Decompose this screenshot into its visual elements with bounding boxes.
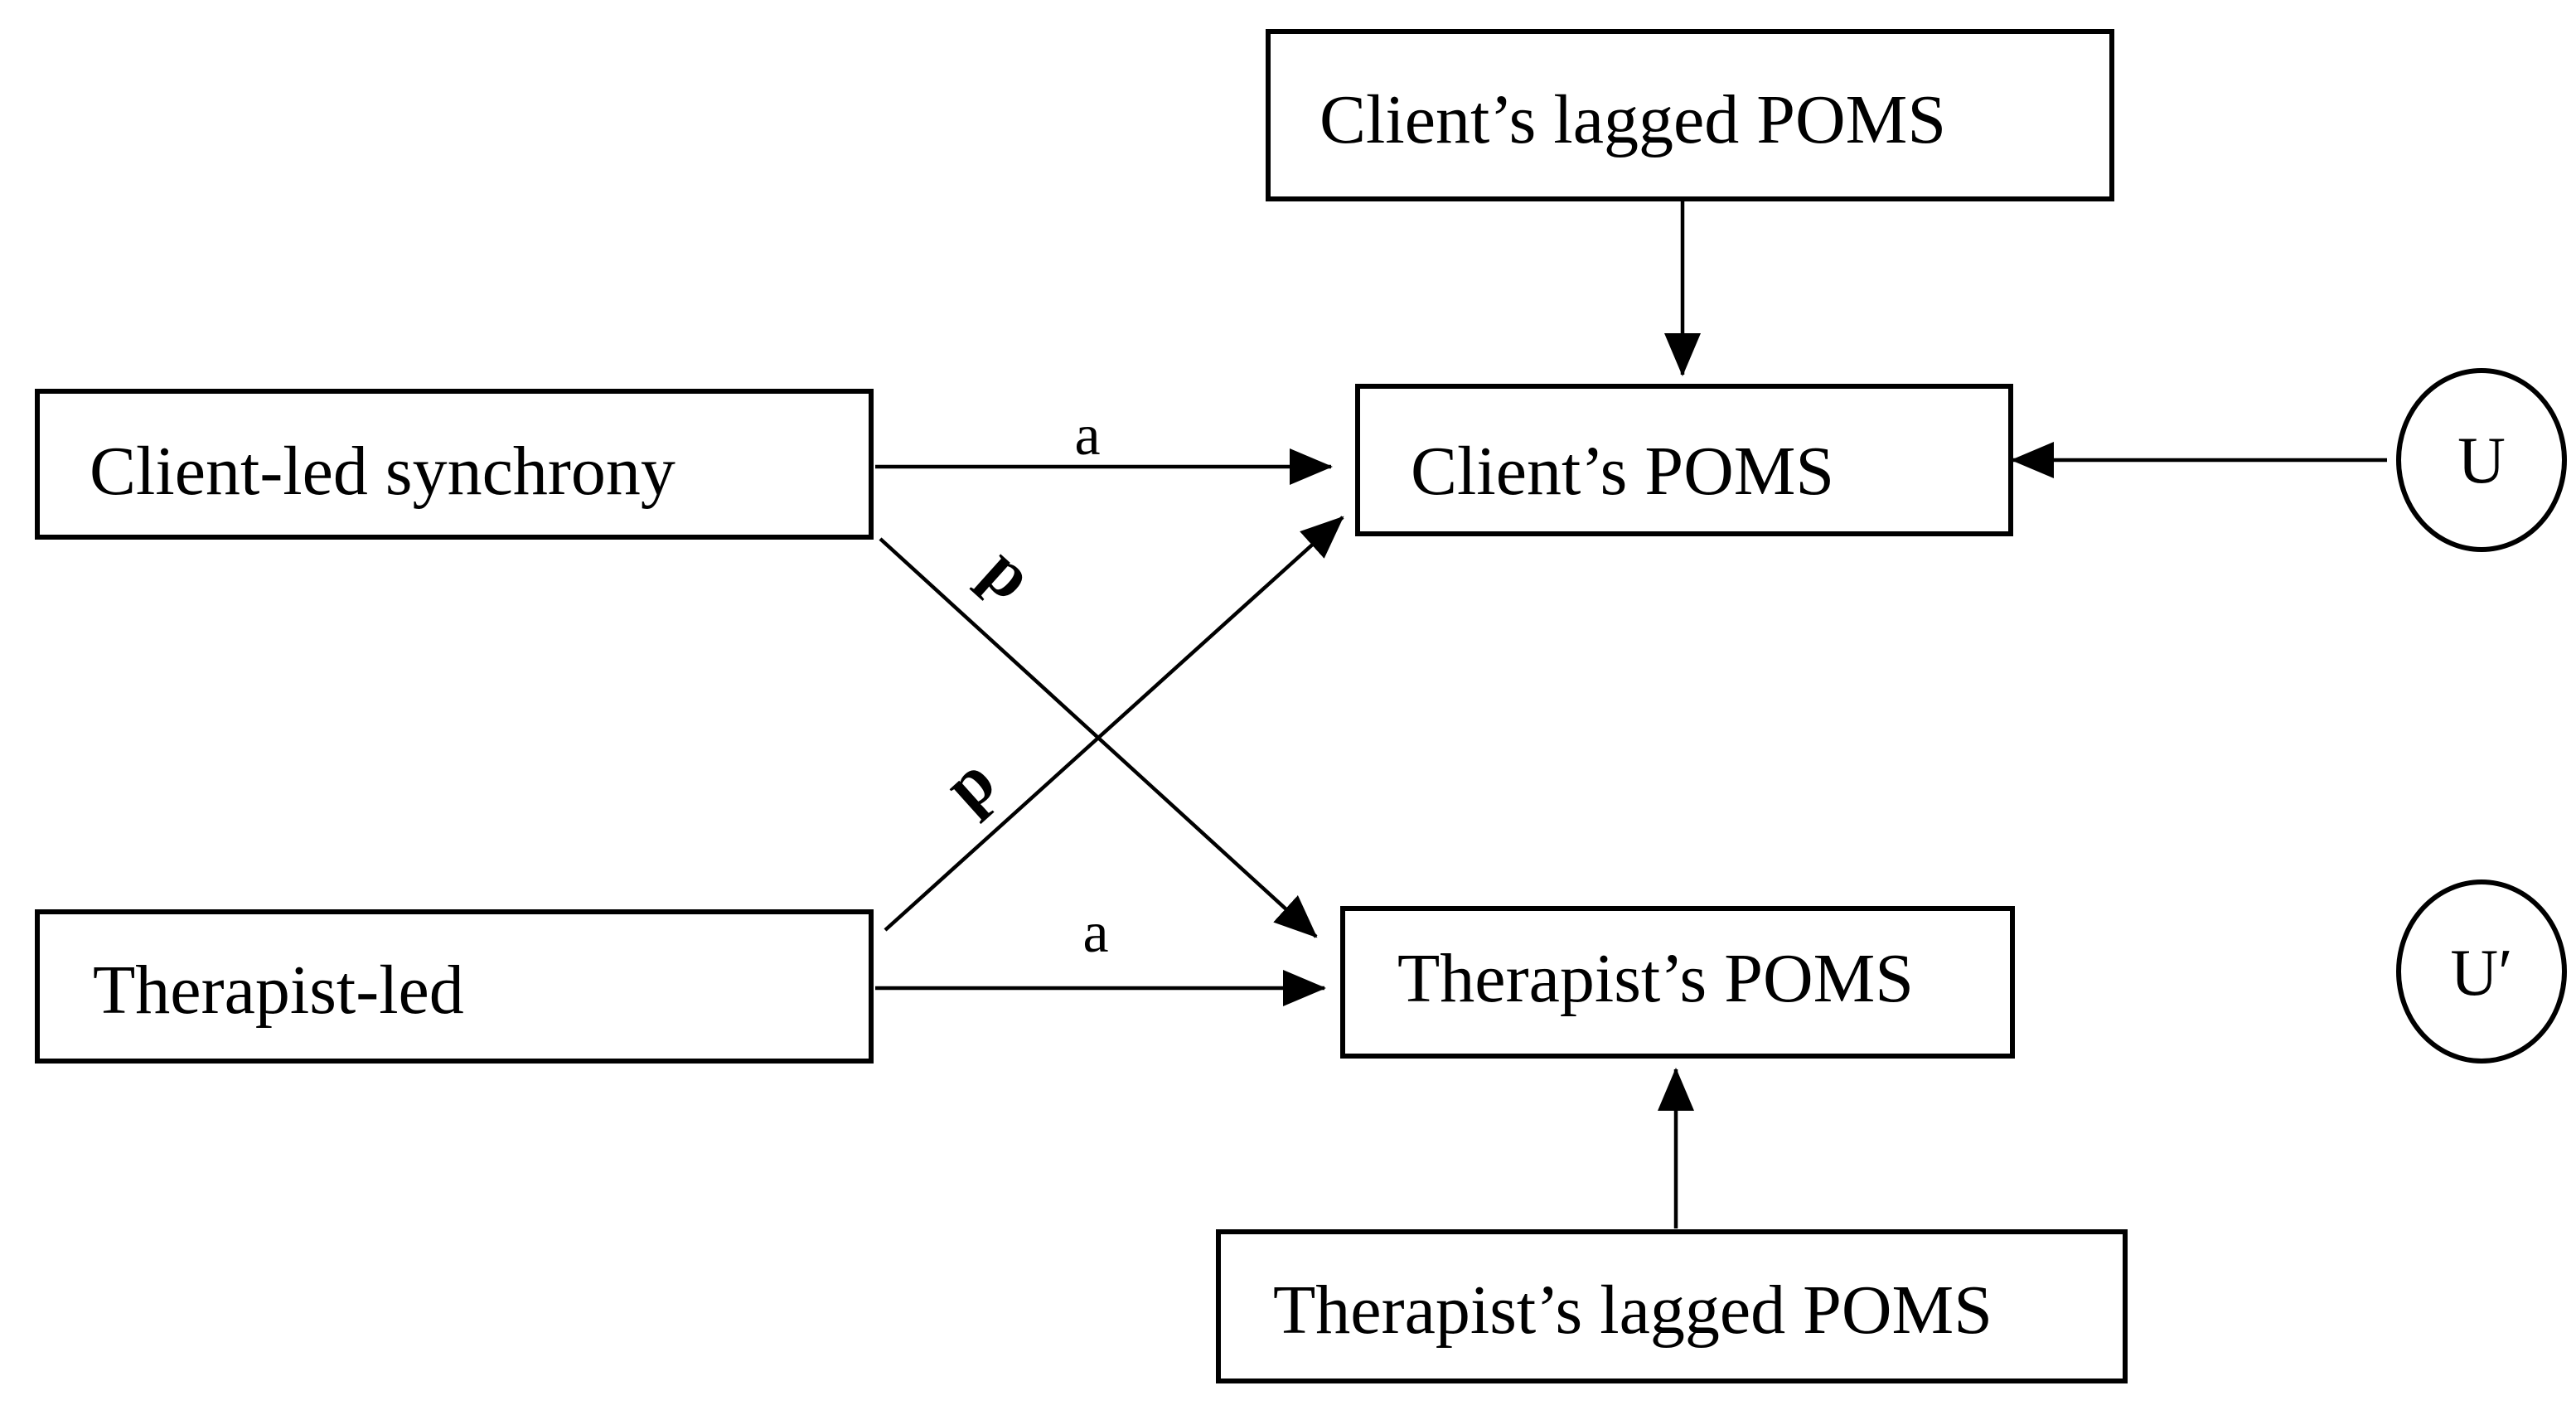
box-therapist-lagged-poms	[1216, 1229, 2128, 1383]
label-therapist-led: Therapist-led	[93, 952, 464, 1029]
box-client-lagged-poms	[1266, 29, 2114, 201]
edge-label-partner-therapist-led: p	[929, 742, 1010, 825]
edge-label-actor-client: a	[1074, 404, 1100, 468]
label-client-lagged-poms: Client’s lagged POMS	[1319, 81, 1946, 158]
label-u-prime: U′	[2450, 937, 2512, 1010]
label-therapist-lagged-poms: Therapist’s lagged POMS	[1273, 1272, 1993, 1349]
label-client-led-synchrony: Client-led synchrony	[90, 433, 675, 510]
box-client-poms	[1355, 384, 2013, 536]
error-term-u-prime	[2396, 879, 2567, 1064]
label-u: U	[2457, 424, 2506, 497]
box-therapist-poms	[1340, 906, 2015, 1059]
box-therapist-led	[35, 909, 874, 1064]
edge-label-partner-client-led: p	[968, 531, 1048, 614]
label-therapist-poms: Therapist’s POMS	[1397, 940, 1914, 1017]
label-client-poms: Client’s POMS	[1411, 433, 1834, 510]
edge-therapist-led-to-client-poms	[884, 516, 1344, 932]
error-term-u	[2396, 368, 2567, 552]
edge-label-actor-therapist: a	[1082, 901, 1108, 965]
box-client-led-synchrony	[35, 389, 874, 540]
